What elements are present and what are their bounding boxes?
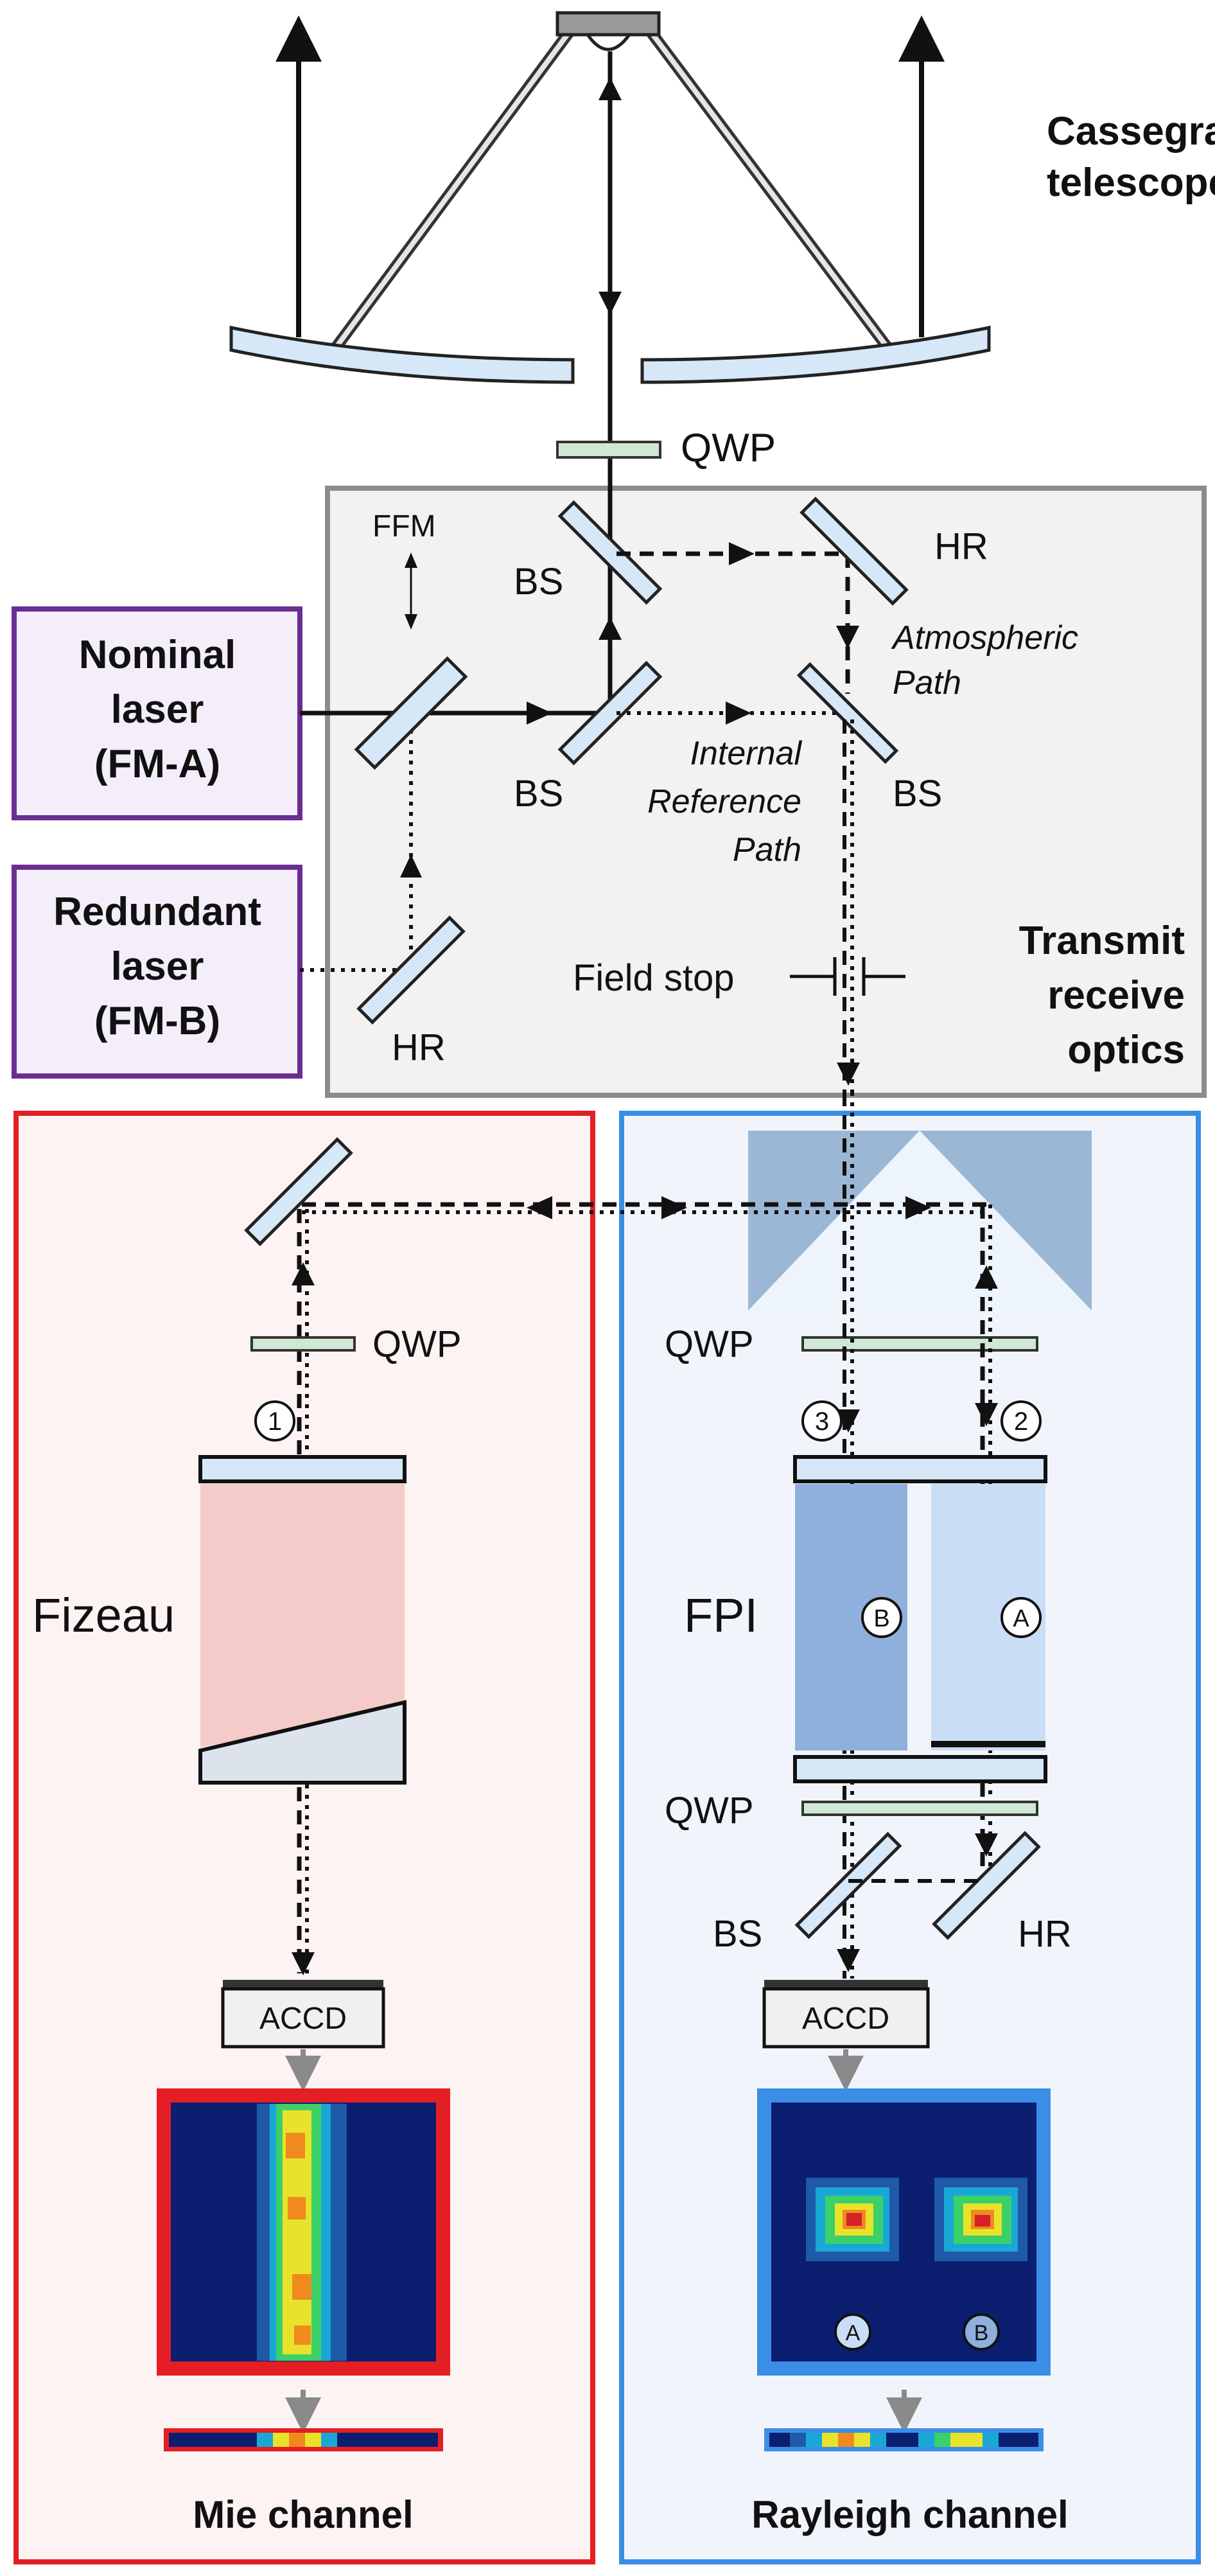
accd-rayleigh: [762, 1980, 930, 2049]
path-marker-1-label: 1: [268, 1407, 282, 1436]
accd-mie-label: ACCD: [259, 2002, 347, 2036]
rayleigh-signal-strip: [764, 2428, 1044, 2451]
mie-channel-label: Mie channel: [193, 2493, 413, 2536]
rayleigh-spot-a: [806, 2178, 899, 2261]
tro-label-line1: Transmit: [1019, 919, 1185, 963]
qwp-top-label: QWP: [681, 426, 776, 470]
telescope-label-line1: Cassegrain: [1047, 109, 1215, 154]
qwp-rayleigh-top: [801, 1336, 1038, 1352]
cassegrain-telescope: [229, 11, 991, 384]
bs-upper-label: BS: [514, 561, 563, 603]
redundant-laser-box: [12, 865, 302, 1079]
nominal-laser-line2: laser: [111, 687, 204, 732]
qwp-rayleigh-bottom-label: QWP: [665, 1790, 754, 1831]
fizeau-label: Fizeau: [32, 1589, 175, 1642]
path-marker-3-label: 3: [815, 1407, 829, 1436]
tro-label-line2: receive: [1047, 973, 1185, 1018]
ffm-mirror: [354, 656, 468, 770]
nominal-laser-line1: Nominal: [79, 633, 236, 677]
internal-ref-label-line2: Reference: [647, 783, 801, 820]
spot-marker-a: A: [834, 2313, 871, 2351]
hr-atmospheric-mirror: [800, 497, 909, 606]
mie-detector-image: [157, 2088, 450, 2376]
hr-rayleigh-label: HR: [1018, 1913, 1072, 1955]
bs-upper: [557, 500, 663, 605]
qwp-mie: [250, 1336, 356, 1352]
fizeau-interferometer: [198, 1455, 406, 1785]
qwp-mie-label: QWP: [372, 1323, 462, 1365]
accd-mie: [221, 1980, 385, 2049]
mie-signal-strip: [164, 2428, 443, 2451]
primary-mirror-left: [229, 325, 575, 384]
redundant-laser-line2: laser: [111, 944, 204, 989]
redundant-laser-line1: Redundant: [53, 890, 261, 934]
fpi-label: FPI: [684, 1589, 758, 1642]
prism: [748, 1131, 1092, 1310]
internal-ref-label-line1: Internal: [690, 735, 803, 772]
accd-rayleigh-label: ACCD: [802, 2002, 889, 2036]
nominal-laser-line3: (FM-A): [94, 742, 220, 786]
hr-redundant-label: HR: [392, 1027, 446, 1068]
redundant-laser-line3: (FM-B): [94, 999, 220, 1043]
transmit-receive-optics-box: [325, 486, 1207, 1098]
field-stop: [790, 957, 905, 996]
fpi-marker-b-label: B: [873, 1605, 889, 1632]
qwp-top: [556, 441, 661, 459]
hr-mie-mirror: [244, 1137, 353, 1246]
fpi-marker-b: B: [861, 1597, 902, 1638]
atmospheric-path-label-line2: Path: [893, 664, 961, 701]
path-marker-2-label: 2: [1014, 1407, 1028, 1436]
bs-right: [796, 662, 899, 764]
rayleigh-channel-label: Rayleigh channel: [751, 2493, 1068, 2536]
rayleigh-detector-image: [757, 2088, 1051, 2376]
hr-redundant-mirror: [356, 915, 466, 1025]
fpi-marker-a: A: [1001, 1597, 1042, 1638]
bs-right-label: BS: [893, 773, 942, 815]
path-marker-3: 3: [801, 1400, 843, 1442]
primary-mirror-right: [640, 325, 991, 384]
bs-lower-label: BS: [514, 773, 563, 815]
hr-rayleigh: [932, 1831, 1041, 1940]
atmospheric-path-label-line1: Atmospheric: [891, 619, 1078, 657]
qwp-rayleigh-bottom: [801, 1801, 1038, 1816]
spot-marker-a-label: A: [846, 2321, 861, 2345]
path-marker-1: 1: [254, 1400, 295, 1442]
qwp-rayleigh-top-label: QWP: [665, 1323, 754, 1365]
path-marker-2: 2: [1001, 1400, 1042, 1442]
field-stop-label: Field stop: [573, 957, 734, 999]
spot-marker-b-label: B: [974, 2321, 989, 2345]
bs-rayleigh: [794, 1831, 902, 1939]
fpi-marker-a-label: A: [1013, 1605, 1029, 1632]
spot-marker-b: B: [963, 2313, 1000, 2351]
internal-ref-label-line3: Path: [733, 831, 801, 869]
ffm-label: FFM: [372, 509, 436, 543]
rayleigh-spot-b: [934, 2178, 1027, 2261]
hr-atmospheric-label: HR: [934, 525, 988, 567]
secondary-mirror: [555, 11, 661, 37]
telescope-label-line2: telescope: [1047, 161, 1215, 205]
bs-lower: [557, 660, 663, 766]
bs-rayleigh-label: BS: [713, 1913, 762, 1955]
rayleigh-channel-box: [619, 1111, 1201, 2564]
tro-label-line3: optics: [1067, 1028, 1185, 1072]
